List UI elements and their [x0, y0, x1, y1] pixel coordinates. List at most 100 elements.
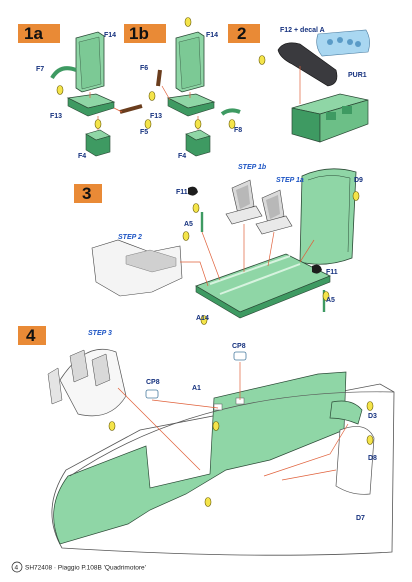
f5-bar	[119, 104, 143, 114]
console-detail	[326, 112, 336, 120]
step-4-number: 4	[26, 326, 36, 345]
step-label: STEP 2	[118, 234, 142, 241]
f4-block-side	[85, 133, 111, 157]
bulkhead-frame	[307, 175, 351, 253]
guide-line	[267, 231, 275, 267]
step-2-number: 2	[237, 24, 246, 43]
part-label: F11	[326, 269, 338, 276]
step-1b-box	[124, 24, 166, 43]
guide-line	[180, 261, 209, 287]
glue-marker-icon	[94, 119, 102, 129]
step-1a-group: 1a F14 F7 F13 F4 F5	[18, 24, 152, 160]
step-3-subassembly	[59, 348, 127, 417]
part-label: PUR1	[348, 72, 367, 79]
guide-line	[151, 399, 219, 409]
part-label: F13	[150, 113, 162, 120]
seat-pan-side	[167, 97, 215, 117]
glue-marker-icon	[192, 203, 200, 213]
guide-line	[161, 85, 171, 101]
part-label: F7	[36, 66, 44, 73]
cp8-window	[145, 389, 159, 399]
glue-marker-icon	[228, 119, 236, 129]
part-label: F13	[50, 113, 62, 120]
step-3-box	[74, 184, 102, 203]
glue-marker-icon	[56, 85, 64, 95]
seat-assembly-right	[91, 353, 111, 387]
guide-line	[263, 423, 349, 477]
part-label: A1	[192, 385, 201, 392]
cp8-window	[233, 351, 247, 361]
part-label: F8	[234, 127, 242, 134]
console-piece	[47, 367, 63, 405]
guide-line	[201, 231, 221, 281]
glue-marker-icon	[200, 315, 208, 325]
part-label: D7	[356, 515, 365, 522]
window-opening	[213, 403, 223, 411]
glue-marker-icon	[144, 119, 152, 129]
part-label: F5	[140, 129, 148, 136]
glue-marker-icon	[352, 191, 360, 201]
part-label: A14	[196, 315, 209, 322]
seat-assembly-left	[69, 349, 89, 383]
f6-bar	[156, 69, 162, 87]
glue-marker-icon	[212, 421, 220, 431]
a14-floor-edge	[195, 275, 331, 319]
pur1-console-side	[319, 99, 369, 143]
step-1a-box	[18, 24, 60, 43]
part-label: CP8	[146, 379, 160, 386]
f11-pedal	[188, 186, 198, 196]
part-label: F14	[206, 32, 218, 39]
gauge-icon	[327, 39, 333, 45]
glue-marker-icon	[108, 421, 116, 431]
footer: 4 SH72408 · Piaggio P.108B 'Quadrimotore…	[11, 561, 146, 573]
guide-line	[113, 107, 123, 113]
part-label: D8	[368, 455, 377, 462]
guide-line	[281, 469, 337, 481]
fuselage-spine	[69, 391, 395, 477]
f8-armrest	[220, 108, 241, 116]
guide-line	[117, 387, 201, 471]
d3-panel	[329, 400, 363, 425]
d8-bulkhead	[335, 426, 375, 495]
d9-bulkhead	[299, 168, 357, 265]
page-number-badge	[11, 561, 23, 573]
step-2-group: 2 F12 + decal A PUR1	[228, 24, 370, 143]
part-label: A5	[326, 297, 335, 304]
decal-a-panel	[316, 29, 370, 57]
gauge-icon	[347, 39, 353, 45]
page-number: 4	[15, 565, 19, 572]
part-label: F11	[176, 189, 188, 196]
seat-back-panel	[78, 36, 102, 90]
glue-marker-icon	[148, 91, 156, 101]
step-label: STEP 3	[88, 330, 112, 337]
part-label: D9	[354, 177, 363, 184]
step-4-box	[18, 326, 46, 345]
step-3-group: 3 STEP 1b STEP 1a STEP	[74, 164, 363, 325]
a1-fuselage-interior	[53, 371, 347, 545]
step-1b-number: 1b	[129, 24, 149, 43]
step-4-group: 4 STEP 3 CP8 CP8 A1	[18, 326, 395, 556]
part-label: D3	[368, 413, 377, 420]
console-detail	[342, 106, 352, 114]
glue-marker-icon	[204, 497, 212, 507]
part-label: F4	[78, 153, 86, 160]
f4-block-side	[185, 133, 211, 157]
console-detail	[125, 249, 177, 273]
seat-cushion	[236, 185, 250, 209]
seat-pan	[255, 215, 293, 235]
gauge-icon	[337, 37, 343, 43]
glue-marker-icon	[322, 291, 330, 301]
guide-line	[299, 239, 315, 263]
part-label: F12 + decal A	[280, 27, 325, 34]
glue-marker-icon	[194, 119, 202, 129]
step-1b-group: 1b F14 F6 F13 F4 F8	[124, 17, 242, 160]
gauge-icon	[355, 41, 361, 47]
step-2-box	[228, 24, 260, 43]
f7-armrest	[50, 66, 77, 80]
glue-marker-icon	[184, 17, 192, 27]
part-label: F14	[104, 32, 116, 39]
step-3-number: 3	[82, 184, 91, 203]
glue-marker-icon	[182, 231, 190, 241]
